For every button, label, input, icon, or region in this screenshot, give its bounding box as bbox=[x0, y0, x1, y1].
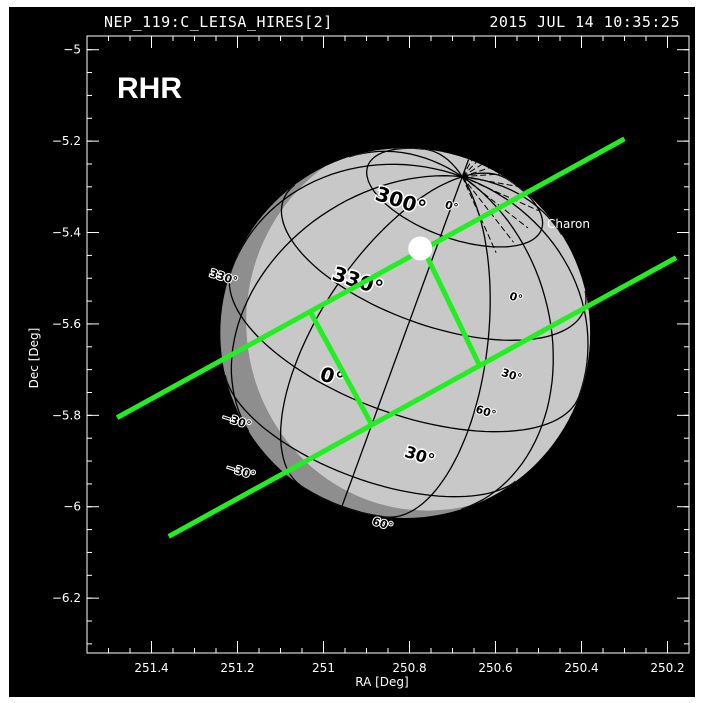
pole-meridian bbox=[461, 176, 529, 229]
y-tick-label: −6 bbox=[63, 500, 81, 514]
y-axis-title: Dec [Deg] bbox=[27, 328, 41, 389]
meridian-line bbox=[461, 159, 470, 177]
x-tick-label: 251 bbox=[312, 661, 335, 675]
pole-meridian bbox=[461, 148, 521, 178]
meridian-line bbox=[423, 148, 463, 178]
x-tick-label: 251.4 bbox=[134, 661, 168, 675]
body-name: Charon bbox=[547, 217, 590, 231]
meridian-line bbox=[462, 172, 511, 182]
y-tick-label: −6.2 bbox=[52, 591, 81, 605]
panel-label: RHR bbox=[117, 72, 182, 105]
meridian-line bbox=[230, 163, 463, 270]
top-right-label: 2015 JUL 14 10:35:25 bbox=[489, 13, 680, 31]
pole-meridian bbox=[462, 176, 539, 211]
parallel-line bbox=[224, 375, 517, 498]
meridian-line bbox=[230, 175, 463, 432]
x-tick-label: 250.4 bbox=[564, 661, 598, 675]
y-tick-label: −5.2 bbox=[52, 134, 81, 148]
x-tick-label: 250.2 bbox=[650, 661, 684, 675]
pole-meridian bbox=[461, 148, 505, 177]
y-tick-label: −5 bbox=[63, 43, 81, 57]
longitude-label: 0° bbox=[443, 198, 460, 214]
meridian-line bbox=[341, 176, 463, 507]
meridian-line bbox=[461, 176, 554, 510]
pole-meridian bbox=[461, 176, 514, 243]
slit-cross-segment bbox=[425, 256, 483, 369]
lit-hemisphere bbox=[246, 148, 591, 511]
top-left-label: NEP_119:C_LEISA_HIRES[2] bbox=[104, 13, 333, 31]
slit-cross-segment bbox=[308, 311, 374, 426]
parallel-line bbox=[228, 269, 580, 433]
x-tick-label: 250.6 bbox=[478, 661, 512, 675]
longitude-label: 0° bbox=[508, 290, 525, 306]
y-tick-label: −5.6 bbox=[52, 317, 81, 331]
lower-slit-edge bbox=[167, 255, 678, 539]
globe-day-side bbox=[246, 148, 591, 511]
longitude-label: 60° bbox=[371, 515, 395, 534]
meridian-line bbox=[462, 176, 589, 397]
x-tick-label: 251.2 bbox=[220, 661, 254, 675]
meridian-line bbox=[387, 176, 491, 518]
globe-grid bbox=[224, 148, 589, 518]
parallel-line bbox=[366, 148, 544, 248]
axes: 251.4 251.2 251 250.8 250.6 250.4 250.2 −5 −5.2 −… bbox=[52, 36, 689, 675]
subsolar-point bbox=[408, 236, 433, 261]
x-axis-title: RA [Deg] bbox=[355, 675, 408, 689]
upper-slit-edge bbox=[115, 136, 626, 420]
meridian-line bbox=[279, 176, 463, 486]
parallel-line bbox=[293, 479, 396, 518]
slit-lines bbox=[115, 136, 678, 539]
y-tick-label: −5.4 bbox=[52, 226, 81, 240]
y-tick-label: −5.8 bbox=[52, 408, 81, 422]
meridian-line bbox=[348, 150, 463, 178]
x-tick-label: 250.8 bbox=[392, 661, 426, 675]
pole-meridian bbox=[461, 176, 497, 253]
pole-meridian bbox=[462, 176, 545, 192]
parallel-line bbox=[280, 184, 587, 341]
globe-grid-labels: 300°330°0°30°60°330°60°0°0°30°−30°−30° bbox=[207, 180, 525, 535]
